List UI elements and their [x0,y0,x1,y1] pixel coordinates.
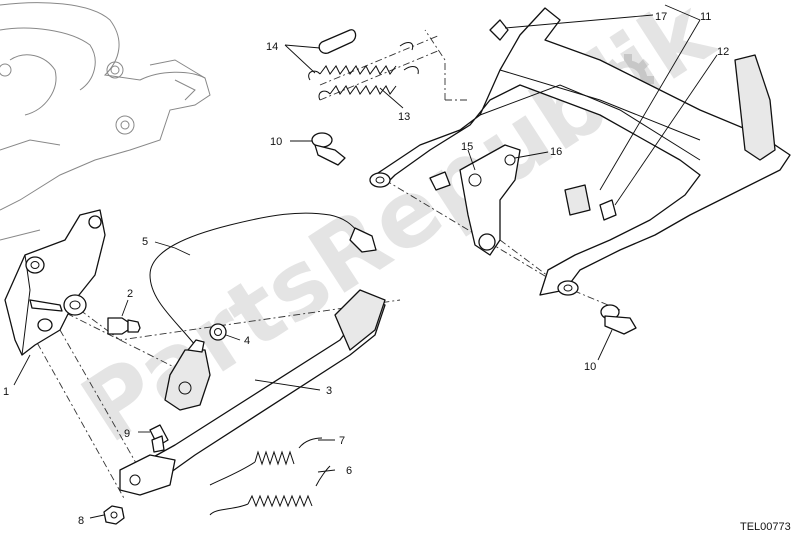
callout-1: 1 [3,386,9,398]
nut [103,505,125,525]
callout-2: 2 [127,288,133,300]
callout-10-upper: 10 [270,136,282,148]
callout-4: 4 [244,335,250,347]
leader-lines [13,4,718,519]
callouts: 1 2 3 4 5 6 7 8 9 10 10 11 12 13 14 15 1… [3,11,729,527]
spring-sleeve [318,29,357,54]
callout-3: 3 [326,385,332,397]
center-stand [369,7,791,296]
side-stand-leg [119,289,386,496]
callout-6: 6 [346,465,352,477]
pivot-pin [149,424,169,453]
callout-10-lower: 10 [584,361,596,373]
callout-12: 12 [717,46,729,58]
center-stand-spring-lower [318,66,419,101]
stand-bracket-plate [429,144,521,256]
long-spring [209,465,331,516]
callout-5: 5 [142,236,148,248]
callout-13: 13 [398,111,410,123]
callout-14: 14 [266,41,278,53]
side-stand-switch [149,212,377,411]
washer [209,323,227,341]
callout-11: 11 [700,11,711,23]
callout-7: 7 [339,435,345,447]
callout-8: 8 [78,515,84,527]
rubber-bush-lower [600,304,637,335]
callout-9: 9 [124,428,130,440]
frame-bracket [4,209,106,356]
callout-15: 15 [461,141,473,153]
center-stand-spring-upper [308,42,414,81]
rubber-bush-upper [311,132,346,166]
reference-code: TEL00773 [740,521,791,533]
bolt [107,317,141,335]
callout-16: 16 [550,146,562,158]
callout-17: 17 [655,11,667,23]
short-spring [209,437,323,486]
engine-casing-outline [0,2,211,241]
